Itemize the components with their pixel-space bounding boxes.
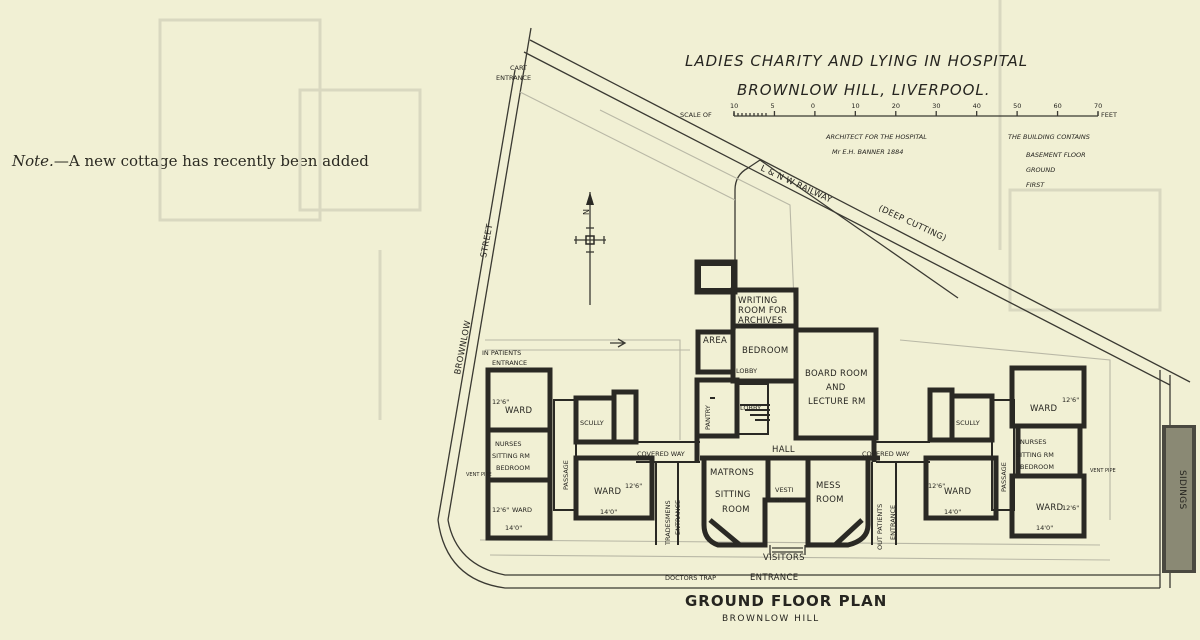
- cart-entrance-line-1: CART: [510, 64, 527, 72]
- plan-street-label: BROWNLOW HILL: [722, 614, 820, 624]
- plan-title: GROUND FLOOR PLAN: [685, 592, 887, 610]
- tradesmens-line-1: TRADESMENS: [664, 500, 672, 546]
- west-nurses-line-3: BEDROOM: [496, 464, 530, 472]
- writing-room-line-3: ARCHIVES: [738, 316, 783, 326]
- east-scullery-label: SCULLY: [956, 419, 980, 427]
- scale-tick-label: 70: [1094, 102, 1102, 110]
- scale-tick-label: 5: [770, 102, 774, 110]
- bleed-through-ghost: [158, 0, 1162, 420]
- railway-label: L & N W RAILWAY: [759, 164, 834, 206]
- west-dim-upper: 12'6": [492, 398, 509, 406]
- note-text: —A new cottage has recently been added: [53, 152, 369, 170]
- east-nurses-line-2: SITTING RM: [1016, 451, 1054, 459]
- matrons-line-2: SITTING: [715, 490, 751, 500]
- area-label: AREA: [703, 336, 727, 346]
- east-vent-pipe-label: VENT PIPE: [1090, 468, 1116, 474]
- east-nurses-line-3: BEDROOM: [1020, 463, 1054, 471]
- west-dim-lower-width: 14'0": [505, 524, 522, 532]
- east-ward-upper-label: WARD: [1030, 404, 1058, 414]
- west-ward-lower-label: WARD: [512, 506, 532, 514]
- lobby-lower-label: LOBBY: [740, 404, 761, 412]
- contents-line-2: BASEMENT FLOOR: [1026, 151, 1086, 159]
- scale-unit: FEET: [1101, 111, 1117, 119]
- title-line-2: BROWNLOW HILL, LIVERPOOL.: [737, 81, 991, 99]
- writing-room-line-1: WRITING: [738, 296, 778, 306]
- out-patients-line-1: OUT PATIENTS: [876, 504, 884, 550]
- compass-icon: [574, 192, 606, 305]
- title-line-1: LADIES CHARITY AND LYING IN HOSPITAL: [685, 52, 1028, 70]
- scale-tick-label: 40: [973, 102, 981, 110]
- scale-tick-label: 30: [932, 102, 940, 110]
- contents-line-1: THE BUILDING CONTAINS: [1008, 133, 1090, 141]
- mess-room-line-2: ROOM: [816, 495, 844, 505]
- west-vent-pipe-label: VENT PIPE: [466, 472, 492, 478]
- scale-tick-label: 10: [730, 102, 738, 110]
- central-block: [694, 259, 880, 555]
- vestibule-line-1: VESTI: [775, 486, 794, 494]
- note-label: Note.: [12, 152, 54, 170]
- visitors-entrance-label: ENTRANCE: [750, 573, 798, 583]
- west-nurses-line-1: NURSES: [495, 440, 522, 448]
- compass-north-label: N: [582, 209, 591, 215]
- west-south-dim-width: 14'0": [600, 508, 617, 516]
- east-nurses-line-1: NURSES: [1020, 438, 1047, 446]
- scale-label: SCALE OF: [680, 111, 712, 119]
- side-note: Note.—A new cottage has recently been ad…: [12, 152, 369, 170]
- tradesmens-line-2: ENTRANCE: [674, 500, 682, 535]
- vestibule-line-2: BULE: [775, 496, 792, 504]
- in-patients-label: IN PATIENTS: [482, 349, 521, 357]
- board-room-line-1: BOARD ROOM: [805, 369, 868, 379]
- architect-line-1: ARCHITECT FOR THE HOSPITAL: [825, 133, 927, 141]
- west-dim-lower: 12'6": [492, 506, 509, 514]
- scale-tick-label: 60: [1054, 102, 1062, 110]
- writing-room-line-2: ROOM FOR: [738, 306, 787, 316]
- scale-tick-label: 0: [811, 102, 815, 110]
- sidings-block: [1162, 425, 1196, 573]
- west-scullery-label: SCULLY: [580, 419, 604, 427]
- architect-line-2: Mr E.H. BANNER 1884: [832, 148, 903, 156]
- pantry-label: PANTRY: [704, 405, 712, 430]
- contents-line-4: FIRST: [1026, 181, 1045, 189]
- paths: [479, 338, 1111, 561]
- in-patients-entrance-label: ENTRANCE: [492, 359, 527, 367]
- visitors-label: VISITORS: [763, 553, 805, 563]
- west-ward-upper-label: WARD: [505, 406, 533, 416]
- east-dim-upper: 12'6": [1062, 396, 1079, 404]
- lobby-upper-label: LOBBY: [736, 367, 757, 375]
- doctors-trap-label: DOCTORS TRAP: [665, 574, 716, 582]
- east-ward-lower-label: WARD: [1036, 503, 1064, 513]
- scale-tick-label: 20: [892, 102, 900, 110]
- east-south-dim: 12'6": [928, 482, 945, 490]
- east-wing: [871, 365, 1087, 545]
- matrons-line-1: MATRONS: [710, 468, 754, 478]
- west-south-dim: 12'6": [625, 482, 642, 490]
- covered-way-east-label: COVERED WAY: [862, 450, 910, 458]
- west-passage-label: PASSAGE: [562, 460, 570, 490]
- east-dim-lower: 12'6": [1062, 504, 1079, 512]
- east-ward-south-label: WARD: [944, 487, 972, 497]
- hall-label: HALL: [772, 445, 795, 455]
- board-room-line-3: LECTURE RM: [808, 397, 866, 407]
- cart-entrance-line-2: ENTRANCE: [496, 74, 531, 82]
- brownlow-street-line-1: BROWNLOW: [453, 319, 473, 375]
- east-south-dim-width: 14'0": [944, 508, 961, 516]
- west-wing: [485, 367, 700, 545]
- scale-tick-label: 10: [851, 102, 859, 110]
- board-room-line-2: AND: [826, 383, 846, 393]
- scale-tick-label: 50: [1013, 102, 1021, 110]
- matrons-line-3: ROOM: [722, 505, 750, 515]
- east-dim-lower-width: 14'0": [1036, 524, 1053, 532]
- contents-line-3: GROUND: [1026, 166, 1055, 174]
- bedroom-label: BEDROOM: [742, 346, 788, 356]
- covered-way-west-label: COVERED WAY: [637, 450, 685, 458]
- out-patients-line-2: ENTRANCE: [889, 505, 897, 540]
- sidings-label: SIDINGS: [1177, 470, 1187, 509]
- mess-room-line-1: MESS: [816, 481, 841, 491]
- west-nurses-line-2: SITTING RM: [492, 452, 530, 460]
- east-passage-label: PASSAGE: [1000, 462, 1008, 492]
- west-ward-south-label: WARD: [594, 487, 622, 497]
